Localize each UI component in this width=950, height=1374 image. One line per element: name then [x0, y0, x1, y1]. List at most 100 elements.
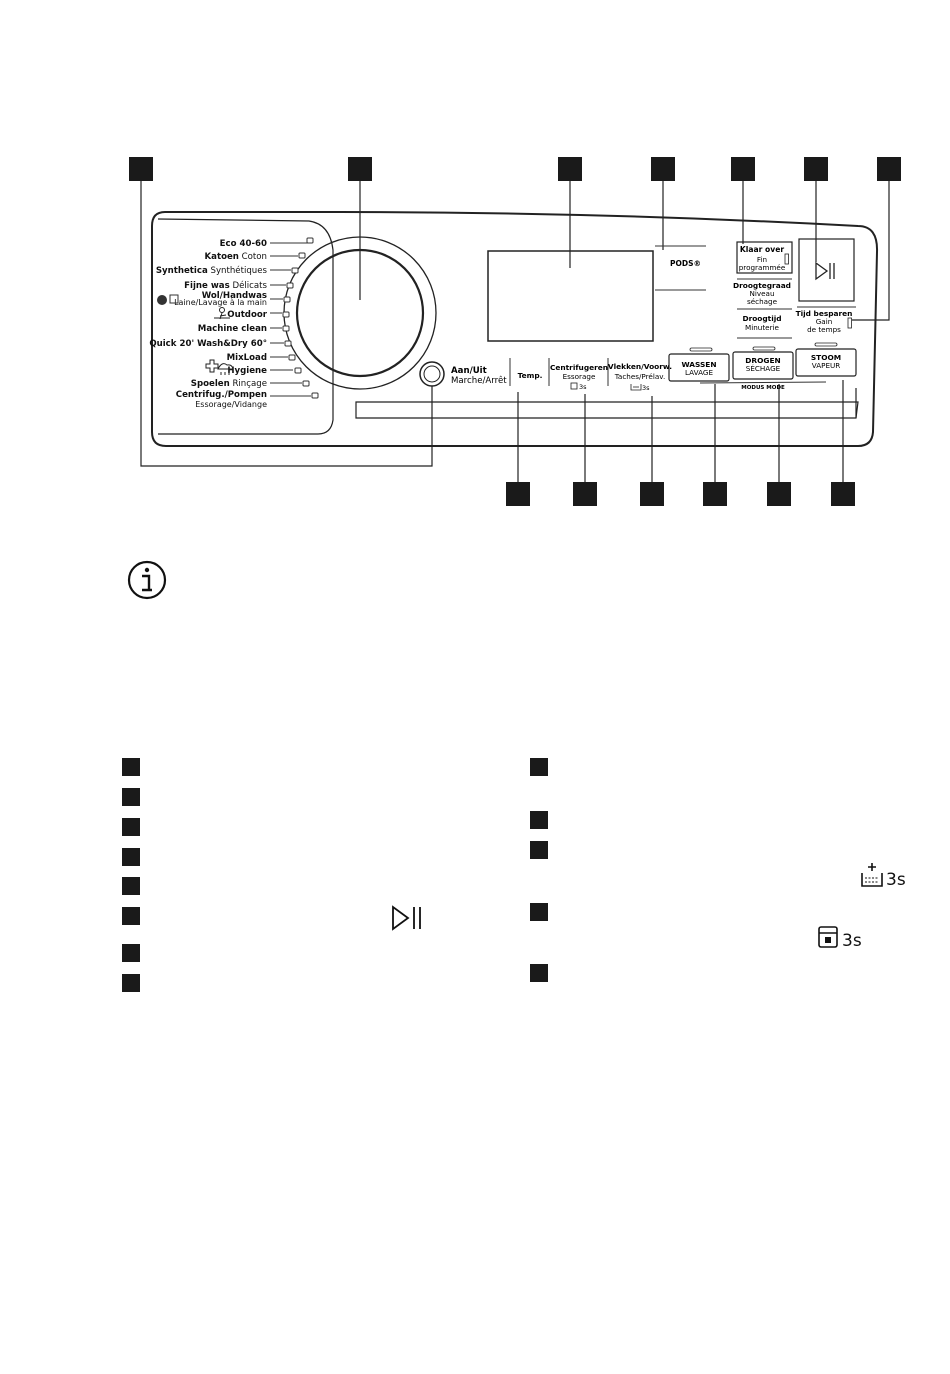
time-save-label: Tijd besparen	[796, 309, 853, 318]
display-screen	[487, 250, 654, 342]
outdoor-icon	[214, 307, 230, 320]
program-centrifug-fr: Essorage/Vidange	[195, 400, 267, 409]
finish-in-label-fr-2: programmée	[739, 263, 786, 272]
program-fijne-was: Fijne was Délicats	[184, 280, 267, 291]
stains-hold-duration: 3s	[642, 384, 650, 392]
callout-marker	[703, 482, 727, 506]
option-dividers	[509, 358, 609, 386]
callout-marker	[558, 157, 582, 181]
callout-marker	[348, 157, 372, 181]
legend-marker	[530, 758, 548, 776]
hygiene-icon	[205, 359, 234, 375]
mode-label: MODUS MODE	[741, 385, 785, 391]
legend-marker	[122, 848, 140, 866]
program-eco-40-60: Eco 40-60	[220, 239, 267, 249]
program-centrifug: Centrifug./Pompen	[176, 390, 267, 400]
legend-marker	[530, 903, 548, 921]
steam-label: STOOM	[811, 353, 841, 362]
on-off-label: Aan/Uit	[451, 366, 487, 376]
wash-button[interactable]: WASSEN LAVAGE	[668, 347, 730, 382]
child-lock-duration: 3s	[842, 931, 862, 951]
callout-marker	[640, 482, 664, 506]
dryness-level-button[interactable]: Droogtegraad Niveau séchage	[733, 278, 792, 306]
callout-marker	[129, 157, 153, 181]
callout-marker	[506, 482, 530, 506]
leader-lines	[140, 181, 890, 482]
prewash-hold-icon	[861, 863, 883, 887]
steam-label-fr: VAPEUR	[812, 361, 841, 370]
drying-time-button[interactable]: Droogtijd Minuterie	[737, 308, 792, 339]
program-spoelen: Spoelen Rinçage	[191, 379, 267, 389]
program-labels: Eco 40-60 Katoen Coton Synthetica Synthé…	[149, 239, 267, 409]
legend-marker	[122, 818, 140, 836]
callout-marker	[767, 482, 791, 506]
dry-label: DROGEN	[745, 356, 780, 365]
callout-markers-top	[129, 157, 901, 181]
legend-marker	[122, 944, 140, 962]
wash-label-fr: LAVAGE	[685, 368, 713, 377]
dry-button[interactable]: DROGEN SÉCHAGE	[732, 346, 794, 380]
dryness-level-label-fr-1: Niveau	[749, 289, 774, 298]
stains-label: Vlekken/Voorw.	[608, 362, 672, 371]
on-off-label-fr: Marche/Arrêt	[451, 375, 507, 386]
stains-label-fr: Taches/Prélav.	[614, 372, 666, 381]
legend-marker	[122, 907, 140, 925]
child-lock-icon	[818, 926, 838, 948]
time-save-label-fr-1: Gain	[816, 317, 833, 326]
time-save-button[interactable]: Tijd besparen Gain de temps	[796, 309, 853, 334]
on-off-button[interactable]	[419, 361, 445, 387]
callout-marker	[877, 157, 901, 181]
wash-label: WASSEN	[681, 360, 716, 369]
legend-marker	[530, 964, 548, 982]
program-leds	[282, 237, 319, 399]
legend-marker	[122, 974, 140, 992]
program-mixload: MixLoad	[227, 353, 267, 363]
prewash-hold-duration: 3s	[886, 870, 906, 890]
prewash-icon	[630, 384, 642, 391]
dryness-level-label-fr-2: séchage	[747, 297, 778, 306]
finish-in-button[interactable]: Klaar over Fin programmée	[736, 241, 793, 274]
legend-marker	[122, 758, 140, 776]
spin-lock-duration: 3s	[579, 383, 587, 391]
program-synthetica: Synthetica Synthétiques	[156, 265, 268, 276]
pods-indicator: PODS®	[655, 245, 706, 291]
pods-label: PODS®	[670, 259, 701, 268]
start-pause-button[interactable]	[798, 238, 855, 302]
spin-label: Centrifugeren	[550, 363, 608, 372]
callout-marker	[831, 482, 855, 506]
program-ticks	[270, 242, 311, 397]
steam-button[interactable]: STOOM VAPEUR	[795, 342, 857, 377]
drying-time-label: Droogtijd	[742, 314, 781, 323]
lock-icon	[570, 382, 578, 390]
callout-markers-bottom	[506, 482, 855, 506]
callout-marker	[573, 482, 597, 506]
start-pause-icon	[392, 905, 421, 931]
dryness-level-label: Droogtegraad	[733, 281, 791, 290]
program-outdoor: Outdoor	[227, 310, 267, 320]
spin-label-fr: Essorage	[563, 372, 596, 381]
finish-in-label-fr-1: Fin	[757, 255, 767, 264]
drying-time-label-fr: Minuterie	[745, 323, 780, 332]
temp-label: Temp.	[518, 371, 543, 380]
info-icon	[127, 560, 167, 600]
program-machine-clean: Machine clean	[198, 324, 267, 334]
legend-marker	[530, 811, 548, 829]
legend-marker	[122, 877, 140, 895]
time-save-label-fr-2: de temps	[807, 325, 841, 334]
program-katoen: Katoen Coton	[205, 252, 268, 262]
program-quick-20: Quick 20' Wash&Dry 60°	[149, 339, 267, 349]
callout-marker	[804, 157, 828, 181]
legend-marker	[530, 841, 548, 859]
callout-marker	[651, 157, 675, 181]
callout-marker	[731, 157, 755, 181]
dry-label-fr: SÉCHAGE	[746, 364, 781, 373]
program-hygiene: Hygiene	[227, 366, 267, 376]
legend-marker	[122, 788, 140, 806]
mode-label-group: MODUS MODE	[699, 381, 827, 391]
finish-in-label: Klaar over	[740, 245, 784, 254]
program-wol-handwas: Wol/Handwas	[202, 291, 267, 301]
program-wol-handwas-fr: Laine/Lavage à la main	[174, 298, 267, 307]
wool-icon	[157, 294, 179, 305]
panel-outline	[151, 211, 879, 447]
